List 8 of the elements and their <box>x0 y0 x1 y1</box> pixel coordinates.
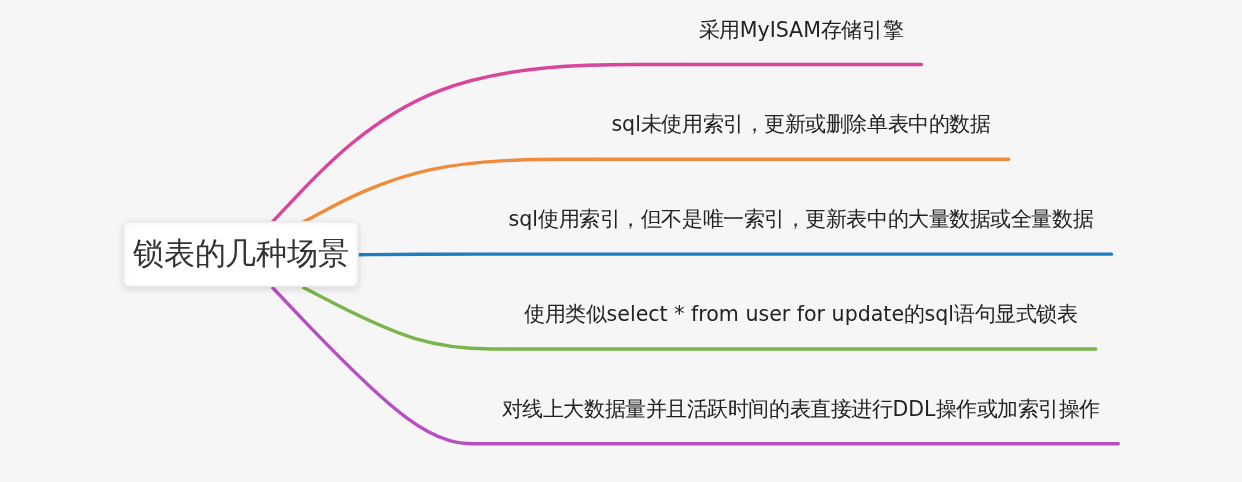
node-text: 对线上大数据量并且活跃时间的表直接进行DDL操作或加索引操作 <box>501 396 1100 421</box>
connector <box>301 285 507 351</box>
node-text: 使用类似select * from user for update的sql语句显式锁表 <box>524 301 1078 326</box>
node-text: 采用MyISAM存储引擎 <box>698 17 904 42</box>
node-text: sql使用索引，但不是唯一索引，更新表中的大量数据或全量数据 <box>508 206 1094 231</box>
connector <box>358 252 491 257</box>
node-text: sql未使用索引，更新或删除单表中的数据 <box>611 111 991 136</box>
connector <box>270 285 484 446</box>
